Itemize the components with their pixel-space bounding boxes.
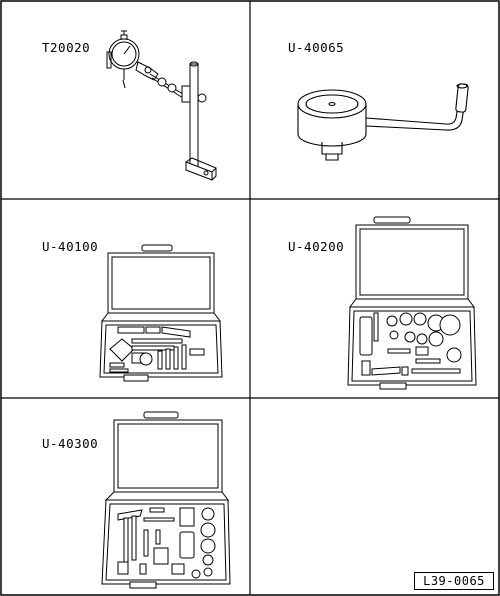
tool-code: U-40300 xyxy=(42,436,99,451)
figure-reference-label: L39-0065 xyxy=(414,572,494,590)
dial-indicator-with-stand-icon xyxy=(106,30,217,181)
tool-kit-case-icon xyxy=(101,411,231,589)
tool-code: U-40200 xyxy=(288,239,345,254)
tool-cell-t20020: T20020 xyxy=(0,0,250,199)
tool-code: T20020 xyxy=(42,40,91,55)
tool-cell-u40100: U-40100 xyxy=(0,199,250,398)
tool-cell-u40065: U-40065 xyxy=(250,0,500,199)
tool-cell-u40200: U-40200 xyxy=(250,199,500,398)
tool-cell-u40300: U-40300 xyxy=(0,398,250,596)
tool-kit-case-icon xyxy=(347,216,477,390)
empty-cell xyxy=(250,398,500,596)
tool-kit-case-icon xyxy=(99,244,223,382)
tool-code: U-40100 xyxy=(42,239,99,254)
press-tool-with-handle-icon xyxy=(297,83,469,161)
tool-code: U-40065 xyxy=(288,40,345,55)
